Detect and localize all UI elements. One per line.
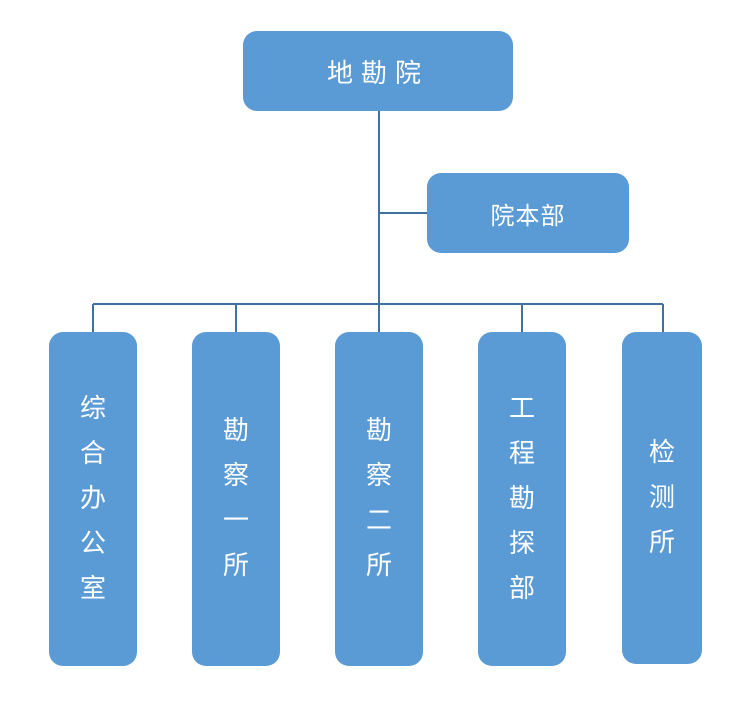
label-character: 公 <box>79 528 106 559</box>
department-node-3: 勘察二所 <box>335 332 423 666</box>
department-node-5: 检测所 <box>622 332 702 664</box>
label-character: 勘 <box>508 483 535 514</box>
department-node-1: 综合办公室 <box>49 332 137 666</box>
department-label: 勘察二所 <box>366 409 392 589</box>
label-character: 察 <box>222 461 249 491</box>
label-character: 合 <box>79 438 106 469</box>
label-character: 探 <box>508 528 535 559</box>
label-character: 所 <box>365 551 392 581</box>
root-label: 地勘院 <box>326 58 429 89</box>
headquarters-label: 院本部 <box>490 201 566 230</box>
label-character: 检 <box>648 437 675 468</box>
label-character: 室 <box>79 573 106 604</box>
label-character: 勘 <box>365 416 392 446</box>
label-character: 一 <box>222 506 249 536</box>
label-character: 所 <box>222 551 249 581</box>
label-character: 察 <box>365 461 392 491</box>
label-character: 程 <box>508 438 535 469</box>
label-character: 二 <box>365 506 392 536</box>
department-label: 综合办公室 <box>80 387 106 612</box>
headquarters-node: 院本部 <box>427 173 629 253</box>
department-node-4: 工程勘探部 <box>478 332 566 666</box>
label-character: 测 <box>648 482 675 513</box>
label-character: 工 <box>508 393 535 424</box>
label-character: 办 <box>79 483 106 514</box>
department-label: 工程勘探部 <box>509 387 535 612</box>
label-character: 部 <box>508 573 535 604</box>
root-node: 地勘院 <box>243 31 513 111</box>
department-node-2: 勘察一所 <box>192 332 280 666</box>
label-character: 所 <box>648 527 675 558</box>
department-label: 勘察一所 <box>223 409 249 589</box>
label-character: 综 <box>79 393 106 424</box>
department-label: 检测所 <box>649 431 675 566</box>
label-character: 勘 <box>222 416 249 446</box>
